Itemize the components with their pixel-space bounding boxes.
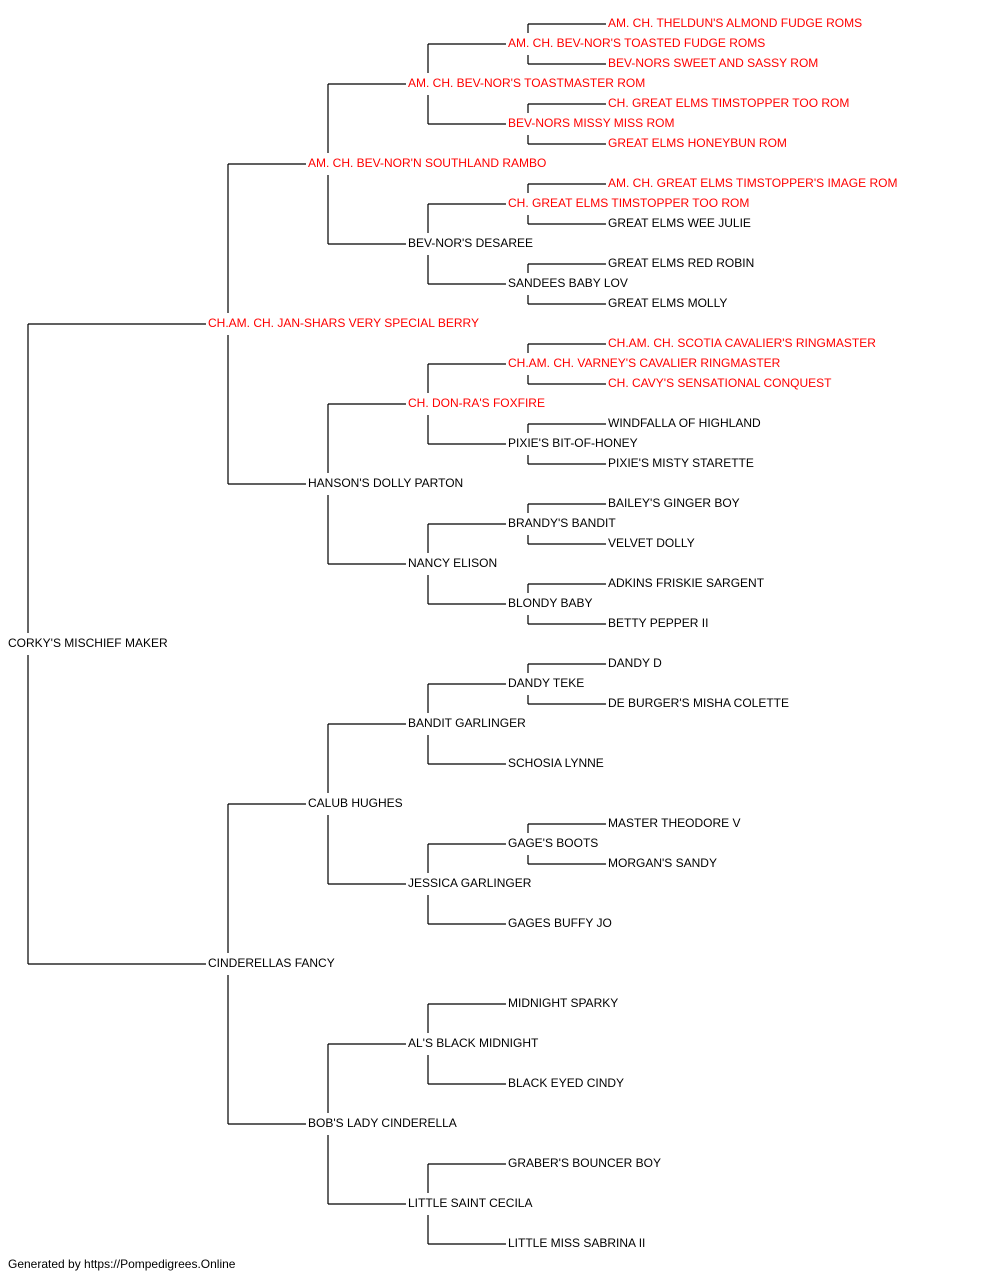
dog-name: PIXIE'S BIT-OF-HONEY [508, 436, 638, 450]
dog-name: CH. CAVY'S SENSATIONAL CONQUEST [608, 376, 832, 390]
dog-name: BEV-NORS MISSY MISS ROM [508, 116, 674, 130]
dog-name: JESSICA GARLINGER [408, 876, 532, 890]
dog-name: LITTLE MISS SABRINA II [508, 1236, 645, 1250]
dog-name: GAGE'S BOOTS [508, 836, 598, 850]
dog-name: AM. CH. GREAT ELMS TIMSTOPPER'S IMAGE RO… [608, 176, 897, 190]
dog-name: NANCY ELISON [408, 556, 497, 570]
dog-name: SANDEES BABY LOV [508, 276, 628, 290]
dog-name: CALUB HUGHES [308, 796, 403, 810]
dog-name: CORKY'S MISCHIEF MAKER [8, 636, 168, 650]
dog-name: DE BURGER'S MISHA COLETTE [608, 696, 789, 710]
dog-name: GREAT ELMS RED ROBIN [608, 256, 754, 270]
dog-name: AL'S BLACK MIDNIGHT [408, 1036, 539, 1050]
dog-name: GRABER'S BOUNCER BOY [508, 1156, 661, 1170]
dog-name: DANDY D [608, 656, 662, 670]
dog-name: CH. GREAT ELMS TIMSTOPPER TOO ROM [508, 196, 749, 210]
dog-name: BEV-NORS SWEET AND SASSY ROM [608, 56, 818, 70]
dog-name: GREAT ELMS MOLLY [608, 296, 727, 310]
dog-name: BLONDY BABY [508, 596, 592, 610]
dog-name: AM. CH. BEV-NOR'S TOASTED FUDGE ROMS [508, 36, 765, 50]
dog-name: BEV-NOR'S DESAREE [408, 236, 533, 250]
dog-name: SCHOSIA LYNNE [508, 756, 604, 770]
dog-name: AM. CH. BEV-NOR'N SOUTHLAND RAMBO [308, 156, 546, 170]
dog-name: BAILEY'S GINGER BOY [608, 496, 740, 510]
dog-name: AM. CH. THELDUN'S ALMOND FUDGE ROMS [608, 16, 862, 30]
dog-name: LITTLE SAINT CECILA [408, 1196, 532, 1210]
dog-name: PIXIE'S MISTY STARETTE [608, 456, 754, 470]
dog-name: MIDNIGHT SPARKY [508, 996, 618, 1010]
dog-name: BANDIT GARLINGER [408, 716, 526, 730]
dog-name: VELVET DOLLY [608, 536, 695, 550]
dog-name: BRANDY'S BANDIT [508, 516, 616, 530]
dog-name: GREAT ELMS WEE JULIE [608, 216, 751, 230]
dog-name: MORGAN'S SANDY [608, 856, 717, 870]
dog-name: CH. DON-RA'S FOXFIRE [408, 396, 545, 410]
dog-name: CH.AM. CH. JAN-SHARS VERY SPECIAL BERRY [208, 316, 479, 330]
dog-name: HANSON'S DOLLY PARTON [308, 476, 463, 490]
dog-name: WINDFALLA OF HIGHLAND [608, 416, 761, 430]
dog-name: DANDY TEKE [508, 676, 584, 690]
dog-name: BETTY PEPPER II [608, 616, 708, 630]
dog-name: CINDERELLAS FANCY [208, 956, 335, 970]
footer-credit: Generated by https://Pompedigrees.Online [8, 1257, 236, 1271]
dog-name: CH.AM. CH. VARNEY'S CAVALIER RINGMASTER [508, 356, 781, 370]
dog-name: AM. CH. BEV-NOR'S TOASTMASTER ROM [408, 76, 645, 90]
dog-name: BOB'S LADY CINDERELLA [308, 1116, 457, 1130]
dog-name: BLACK EYED CINDY [508, 1076, 624, 1090]
dog-name: GREAT ELMS HONEYBUN ROM [608, 136, 787, 150]
dog-name: GAGES BUFFY JO [508, 916, 612, 930]
dog-name: CH. GREAT ELMS TIMSTOPPER TOO ROM [608, 96, 849, 110]
dog-name: ADKINS FRISKIE SARGENT [608, 576, 765, 590]
dog-name: CH.AM. CH. SCOTIA CAVALIER'S RINGMASTER [608, 336, 876, 350]
dog-name: MASTER THEODORE V [608, 816, 740, 830]
